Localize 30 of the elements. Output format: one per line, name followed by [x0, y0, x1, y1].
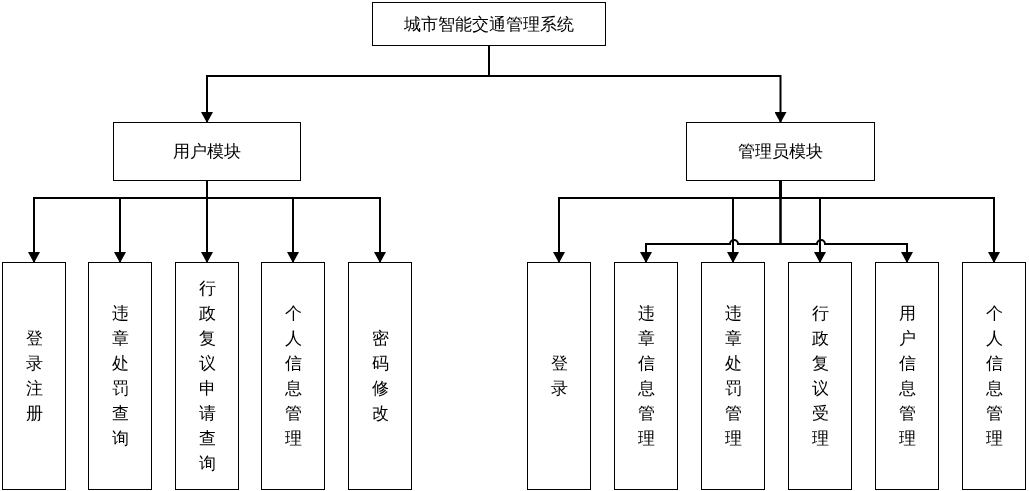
- module-label: 用户模块: [173, 140, 241, 164]
- system-box: [372, 2, 606, 46]
- module-box: [701, 262, 765, 490]
- module-box: [614, 262, 678, 490]
- module-box: [113, 122, 301, 181]
- module-box: [261, 262, 325, 490]
- module-label: 登录注册: [25, 327, 43, 425]
- module-label: 个人信息管理: [985, 302, 1003, 450]
- module-label: 行政复议申请查询: [198, 277, 216, 475]
- arrow: [488, 45, 787, 123]
- module-label: 密码修改: [371, 327, 389, 425]
- module-box: [2, 262, 66, 490]
- module-box: [788, 262, 852, 490]
- module-label: 违章信息管理: [637, 302, 655, 450]
- module-box: [875, 262, 939, 490]
- arrow: [779, 180, 1000, 263]
- module-box: [348, 262, 412, 490]
- module-label: 违章处罚管理: [724, 302, 742, 450]
- module-box: [527, 262, 591, 490]
- module-label: 个人信息管理: [284, 302, 302, 450]
- module-label: 违章处罚查询: [111, 302, 129, 450]
- module-box: [175, 262, 239, 490]
- module-box: [962, 262, 1026, 490]
- module-box: [686, 122, 875, 181]
- module-label: 行政复议受理: [811, 302, 829, 450]
- module-label: 用户信息管理: [898, 302, 916, 450]
- module-label: 城市智能交通管理系统: [404, 12, 574, 36]
- module-box: [88, 262, 152, 490]
- module-label: 登录: [550, 352, 568, 400]
- module-label: 管理员模块: [738, 140, 823, 164]
